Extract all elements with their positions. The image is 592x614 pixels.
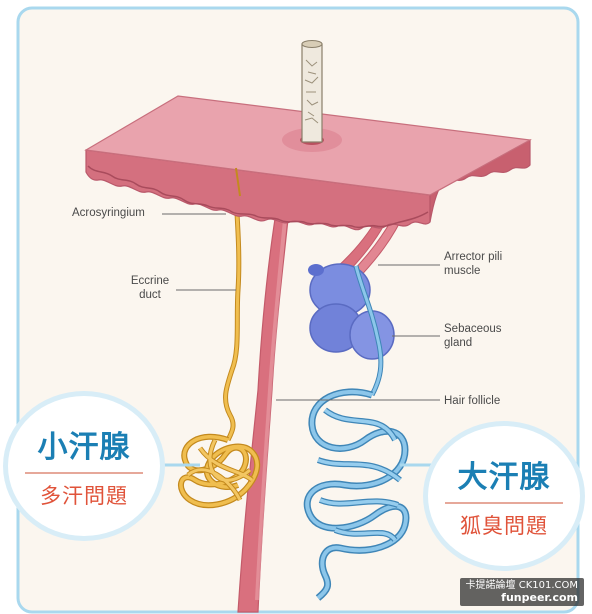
hair-follicle-highlight: [255, 209, 288, 601]
skin-dermis-band: [87, 165, 429, 229]
label-eccrine-duct-line2: duct: [139, 289, 161, 301]
apocrine-badge-title: 大汗腺: [457, 460, 551, 495]
watermark: 卡提諾論壇 CK101.COM funpeer.com: [459, 578, 584, 606]
eccrine-duct-inner: [224, 195, 241, 441]
label-sebaceous: Sebaceous gland: [444, 322, 502, 350]
label-hair-follicle: Hair follicle: [444, 395, 501, 407]
watermark-line1: 卡提諾論壇 CK101.COM: [465, 580, 578, 591]
label-eccrine-duct: Eccrine duct: [122, 274, 178, 302]
apocrine-badge-subtitle: 狐臭問題: [460, 514, 548, 538]
leader-lines: [162, 213, 440, 401]
label-eccrine-duct-line1: Eccrine: [130, 275, 170, 287]
watermark-line2: funpeer.com: [501, 591, 578, 604]
eccrine-badge-title: 小汗腺: [37, 430, 131, 465]
eccrine-pore-line: [235, 167, 241, 197]
label-arrector-line1: Arrector pili: [444, 251, 503, 263]
eccrine-badge-subtitle: 多汗問題: [40, 484, 128, 508]
eccrine-gland-coil: [178, 433, 261, 509]
apocrine-badge: 大汗腺 狐臭問題: [428, 426, 580, 566]
apocrine-gland-coil: [303, 388, 410, 601]
label-arrector-line2: muscle: [444, 265, 481, 277]
apocrine-badge-divider: [445, 502, 563, 504]
label-acrosyringium: Acrosyringium: [72, 207, 145, 219]
label-sebaceous-line1: Sebaceous: [444, 323, 502, 335]
skin-slab-front: [85, 149, 431, 231]
eccrine-badge-divider: [25, 472, 143, 474]
label-arrector-pili: Arrector pili muscle: [444, 250, 502, 278]
label-sebaceous-line2: gland: [444, 337, 473, 349]
eccrine-badge: 小汗腺 多汗問題: [8, 396, 160, 536]
sebaceous-gland: [308, 263, 395, 360]
apocrine-duct-inner: [354, 265, 383, 396]
hair-shaft: [301, 40, 323, 143]
